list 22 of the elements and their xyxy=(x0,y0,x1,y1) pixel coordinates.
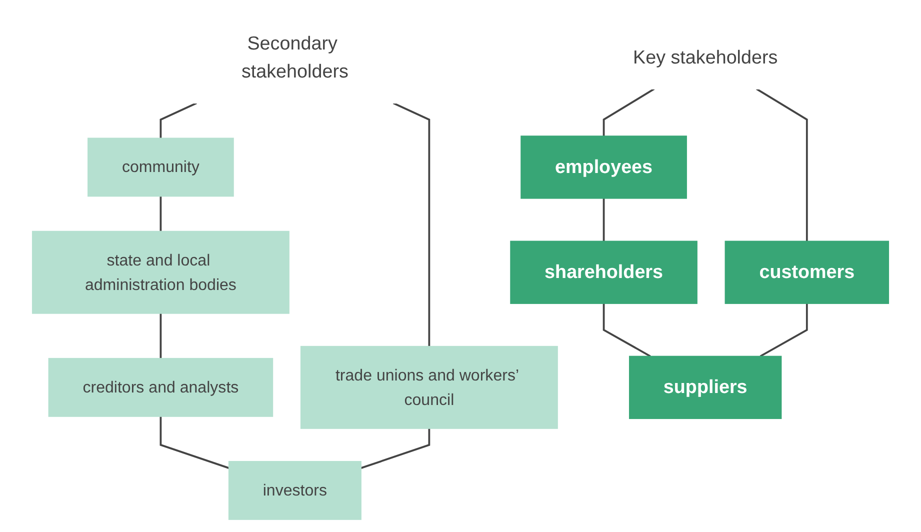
node-box: state and local administration bodies xyxy=(32,230,290,314)
connector xyxy=(360,428,430,469)
connector xyxy=(392,102,430,346)
node-text: Key stakeholders xyxy=(633,47,778,68)
node-text: Secondary stakeholders xyxy=(241,33,348,82)
node-box: suppliers xyxy=(629,356,782,420)
connector xyxy=(756,88,808,242)
connector xyxy=(160,313,162,358)
node-box: trade unions and workers’ council xyxy=(300,346,558,429)
connector xyxy=(602,88,655,136)
node-box: community xyxy=(88,138,234,197)
connector xyxy=(602,304,651,358)
connector xyxy=(160,416,230,469)
connector xyxy=(602,198,605,242)
node-box: customers xyxy=(724,240,890,304)
node-box: employees xyxy=(520,136,687,199)
node-box: shareholders xyxy=(510,240,698,304)
connector xyxy=(760,304,808,358)
node-box: investors xyxy=(228,460,362,520)
connector xyxy=(160,196,162,232)
node-box: creditors and analysts xyxy=(48,358,274,417)
connector xyxy=(160,102,197,138)
